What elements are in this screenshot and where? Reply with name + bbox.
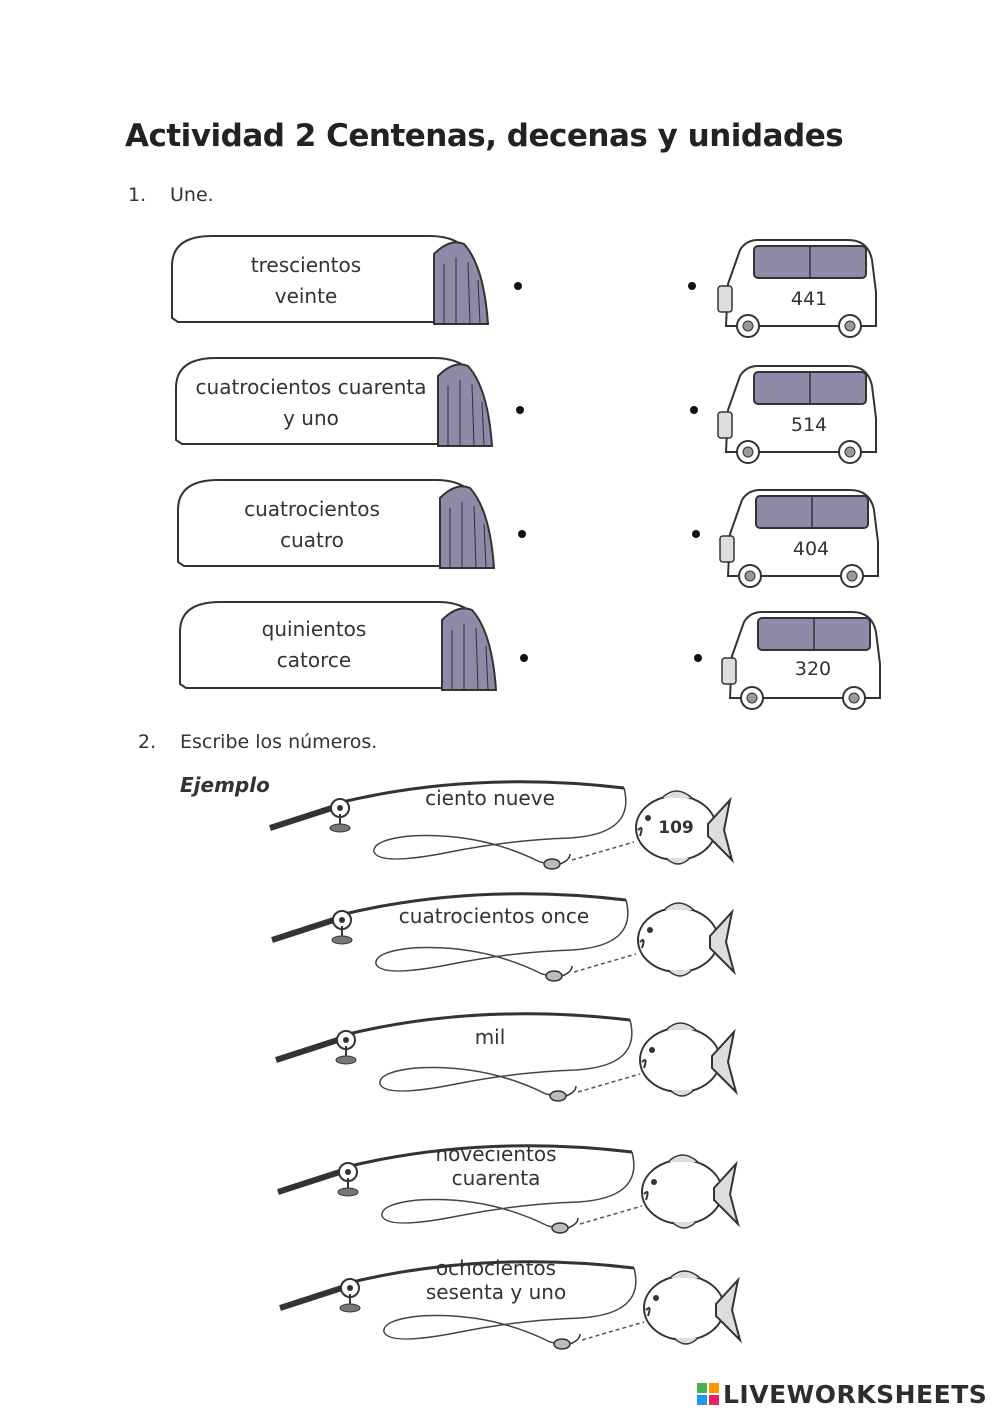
fish-2-answer[interactable] — [648, 930, 708, 952]
tunnel-2-match-dot[interactable] — [516, 406, 524, 414]
car-1-number: 441 — [790, 288, 828, 310]
rod-3-text: mil — [380, 1025, 600, 1049]
exercise-1-instruction: Une. — [170, 184, 214, 206]
tunnel-1-match-dot[interactable] — [514, 282, 522, 290]
rod-4-line2: cuarenta — [451, 1166, 541, 1190]
rod-3-line1: mil — [474, 1025, 506, 1049]
rod-5-text: ochocientos sesenta y uno — [386, 1256, 606, 1304]
car-1-match-dot[interactable] — [688, 282, 696, 290]
tunnel-3-match-dot[interactable] — [518, 530, 526, 538]
car-4-number: 320 — [794, 658, 832, 680]
liveworksheets-logo-icon — [697, 1383, 719, 1405]
car-3-match-dot[interactable] — [692, 530, 700, 538]
tunnel-3-line2: cuatro — [280, 528, 344, 552]
rod-2-text: cuatrocientos once — [376, 904, 612, 928]
rod-2-line1: cuatrocientos once — [398, 904, 590, 928]
tunnel-2-line2: y uno — [283, 406, 339, 430]
car-2-match-dot[interactable] — [690, 406, 698, 414]
tunnel-2-text: cuatrocientos cuarenta y uno — [176, 372, 446, 434]
car-3-number: 404 — [792, 538, 830, 560]
tunnel-1-line2: veinte — [274, 284, 338, 308]
tunnel-3-text: cuatrocientos cuatro — [182, 494, 442, 556]
rod-4-line1: novecientos — [435, 1142, 557, 1166]
fish-3-answer[interactable] — [650, 1050, 710, 1072]
rod-1-text: ciento nueve — [380, 786, 600, 810]
exercise-1-number: 1. — [128, 184, 147, 206]
example-label: Ejemplo — [180, 773, 270, 797]
rod-5-line1: ochocientos — [435, 1256, 557, 1280]
tunnel-1-line1: trescientos — [250, 253, 362, 277]
page-title: Actividad 2 Centenas, decenas y unidades — [125, 118, 844, 154]
fish-5-answer[interactable] — [654, 1298, 714, 1320]
tunnel-4-line2: catorce — [276, 648, 352, 672]
tunnel-4-match-dot[interactable] — [520, 654, 528, 662]
tunnel-3-line1: cuatrocientos — [244, 497, 380, 521]
exercise-2-number: 2. — [138, 731, 157, 753]
fish-4-answer[interactable] — [652, 1182, 712, 1204]
rod-1-line1: ciento nueve — [425, 786, 555, 810]
tunnel-4-line1: quinientos — [261, 617, 367, 641]
fish-1-answer: 109 — [658, 818, 694, 838]
tunnel-4-text: quinientos catorce — [184, 614, 444, 676]
tunnel-2-line1: cuatrocientos cuarenta — [195, 375, 427, 399]
tunnel-1-text: trescientos veinte — [176, 250, 436, 312]
liveworksheets-logo-text: LIVEWORKSHEETS — [723, 1380, 988, 1409]
rod-4-text: novecientos cuarenta — [386, 1142, 606, 1190]
liveworksheets-logo: LIVEWORKSHEETS — [697, 1380, 987, 1409]
car-2-number: 514 — [790, 414, 828, 436]
exercise-2-instruction: Escribe los números. — [180, 731, 378, 753]
car-4-match-dot[interactable] — [694, 654, 702, 662]
rod-5-line2: sesenta y uno — [425, 1280, 567, 1304]
